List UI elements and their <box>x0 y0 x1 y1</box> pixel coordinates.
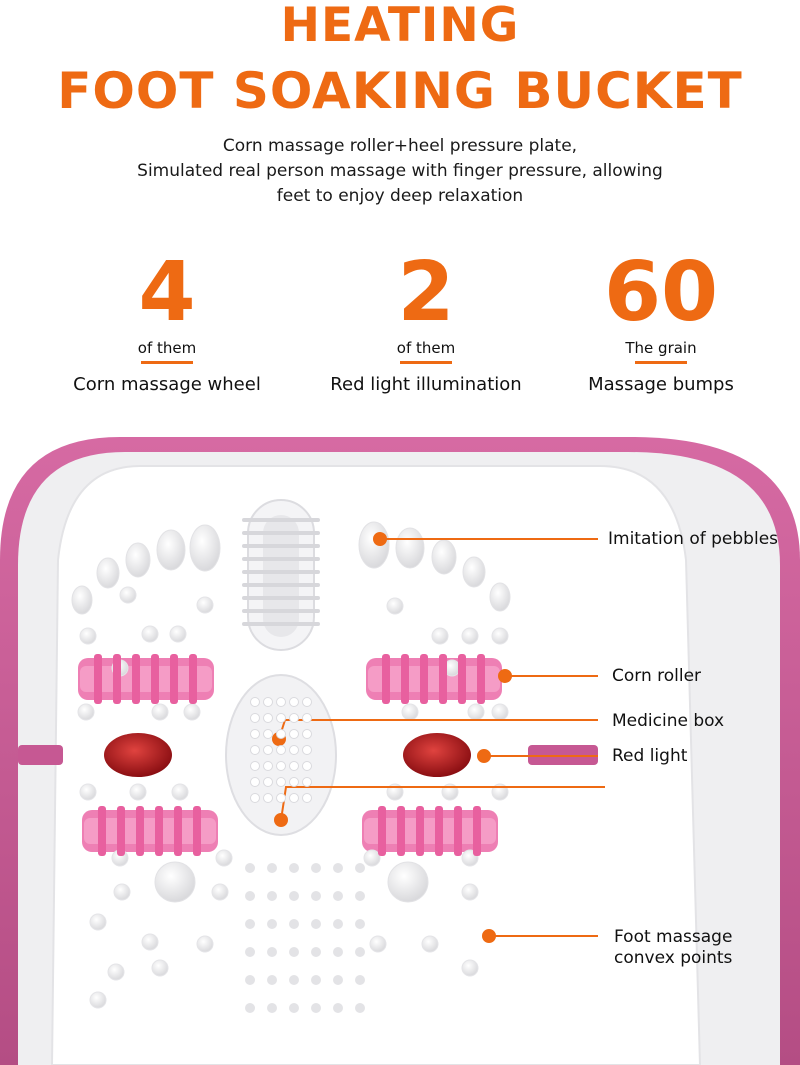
medicine-box-holes <box>250 697 312 803</box>
stat-underline <box>400 361 452 364</box>
left-handle <box>18 745 63 765</box>
stat-underline <box>635 361 687 364</box>
callout-corn-roller: Corn roller <box>612 666 702 686</box>
roller-teeth <box>382 654 485 704</box>
description-line: Corn massage roller+heel pressure plate, <box>222 136 578 156</box>
stat-number: 4 <box>138 245 196 340</box>
description-line: feet to enjoy deep relaxation <box>276 186 524 206</box>
stat-corn-massage-wheel: 4 of them Corn massage wheel <box>37 248 297 397</box>
stat-label: Corn massage wheel <box>73 374 261 395</box>
red-light-left <box>104 733 172 777</box>
description: Corn massage roller+heel pressure plate,… <box>100 134 700 209</box>
stat-unit: of them <box>396 339 456 357</box>
title-line-2: FOOT SOAKING BUCKET <box>57 62 743 120</box>
toe-pebbles-left <box>71 524 221 615</box>
title-line-1: HEATING <box>280 0 520 53</box>
stat-label: Massage bumps <box>588 374 734 395</box>
stat-unit: of them <box>137 339 197 357</box>
red-light-right <box>403 733 471 777</box>
stat-number: 2 <box>397 245 455 340</box>
roller-teeth <box>378 806 481 856</box>
roller-teeth <box>98 806 201 856</box>
callout-medicine-box: Medicine box <box>612 711 725 731</box>
massage-plate <box>50 465 702 1065</box>
center-ribbed-bar <box>247 499 315 651</box>
stat-label: Red light illumination <box>330 374 522 395</box>
bar-ribs <box>242 518 320 626</box>
massage-bumps <box>77 586 509 1013</box>
heel-pebble-left <box>154 861 196 903</box>
stat-unit: The grain <box>625 339 697 357</box>
callout-red-light: Red light <box>612 746 688 766</box>
stat-underline <box>141 361 193 364</box>
description-line: Simulated real person massage with finge… <box>137 161 663 181</box>
roller-teeth <box>94 654 197 704</box>
stat-massage-bumps: 60 The grain Massage bumps <box>531 248 791 397</box>
heel-pebble-right <box>387 861 429 903</box>
stat-number: 60 <box>603 245 719 340</box>
stat-red-light: 2 of them Red light illumination <box>296 248 556 397</box>
callout-foot-massage-convex-points: Foot massage convex points <box>614 927 733 968</box>
callout-imitation-of-pebbles: Imitation of pebbles <box>608 529 779 549</box>
